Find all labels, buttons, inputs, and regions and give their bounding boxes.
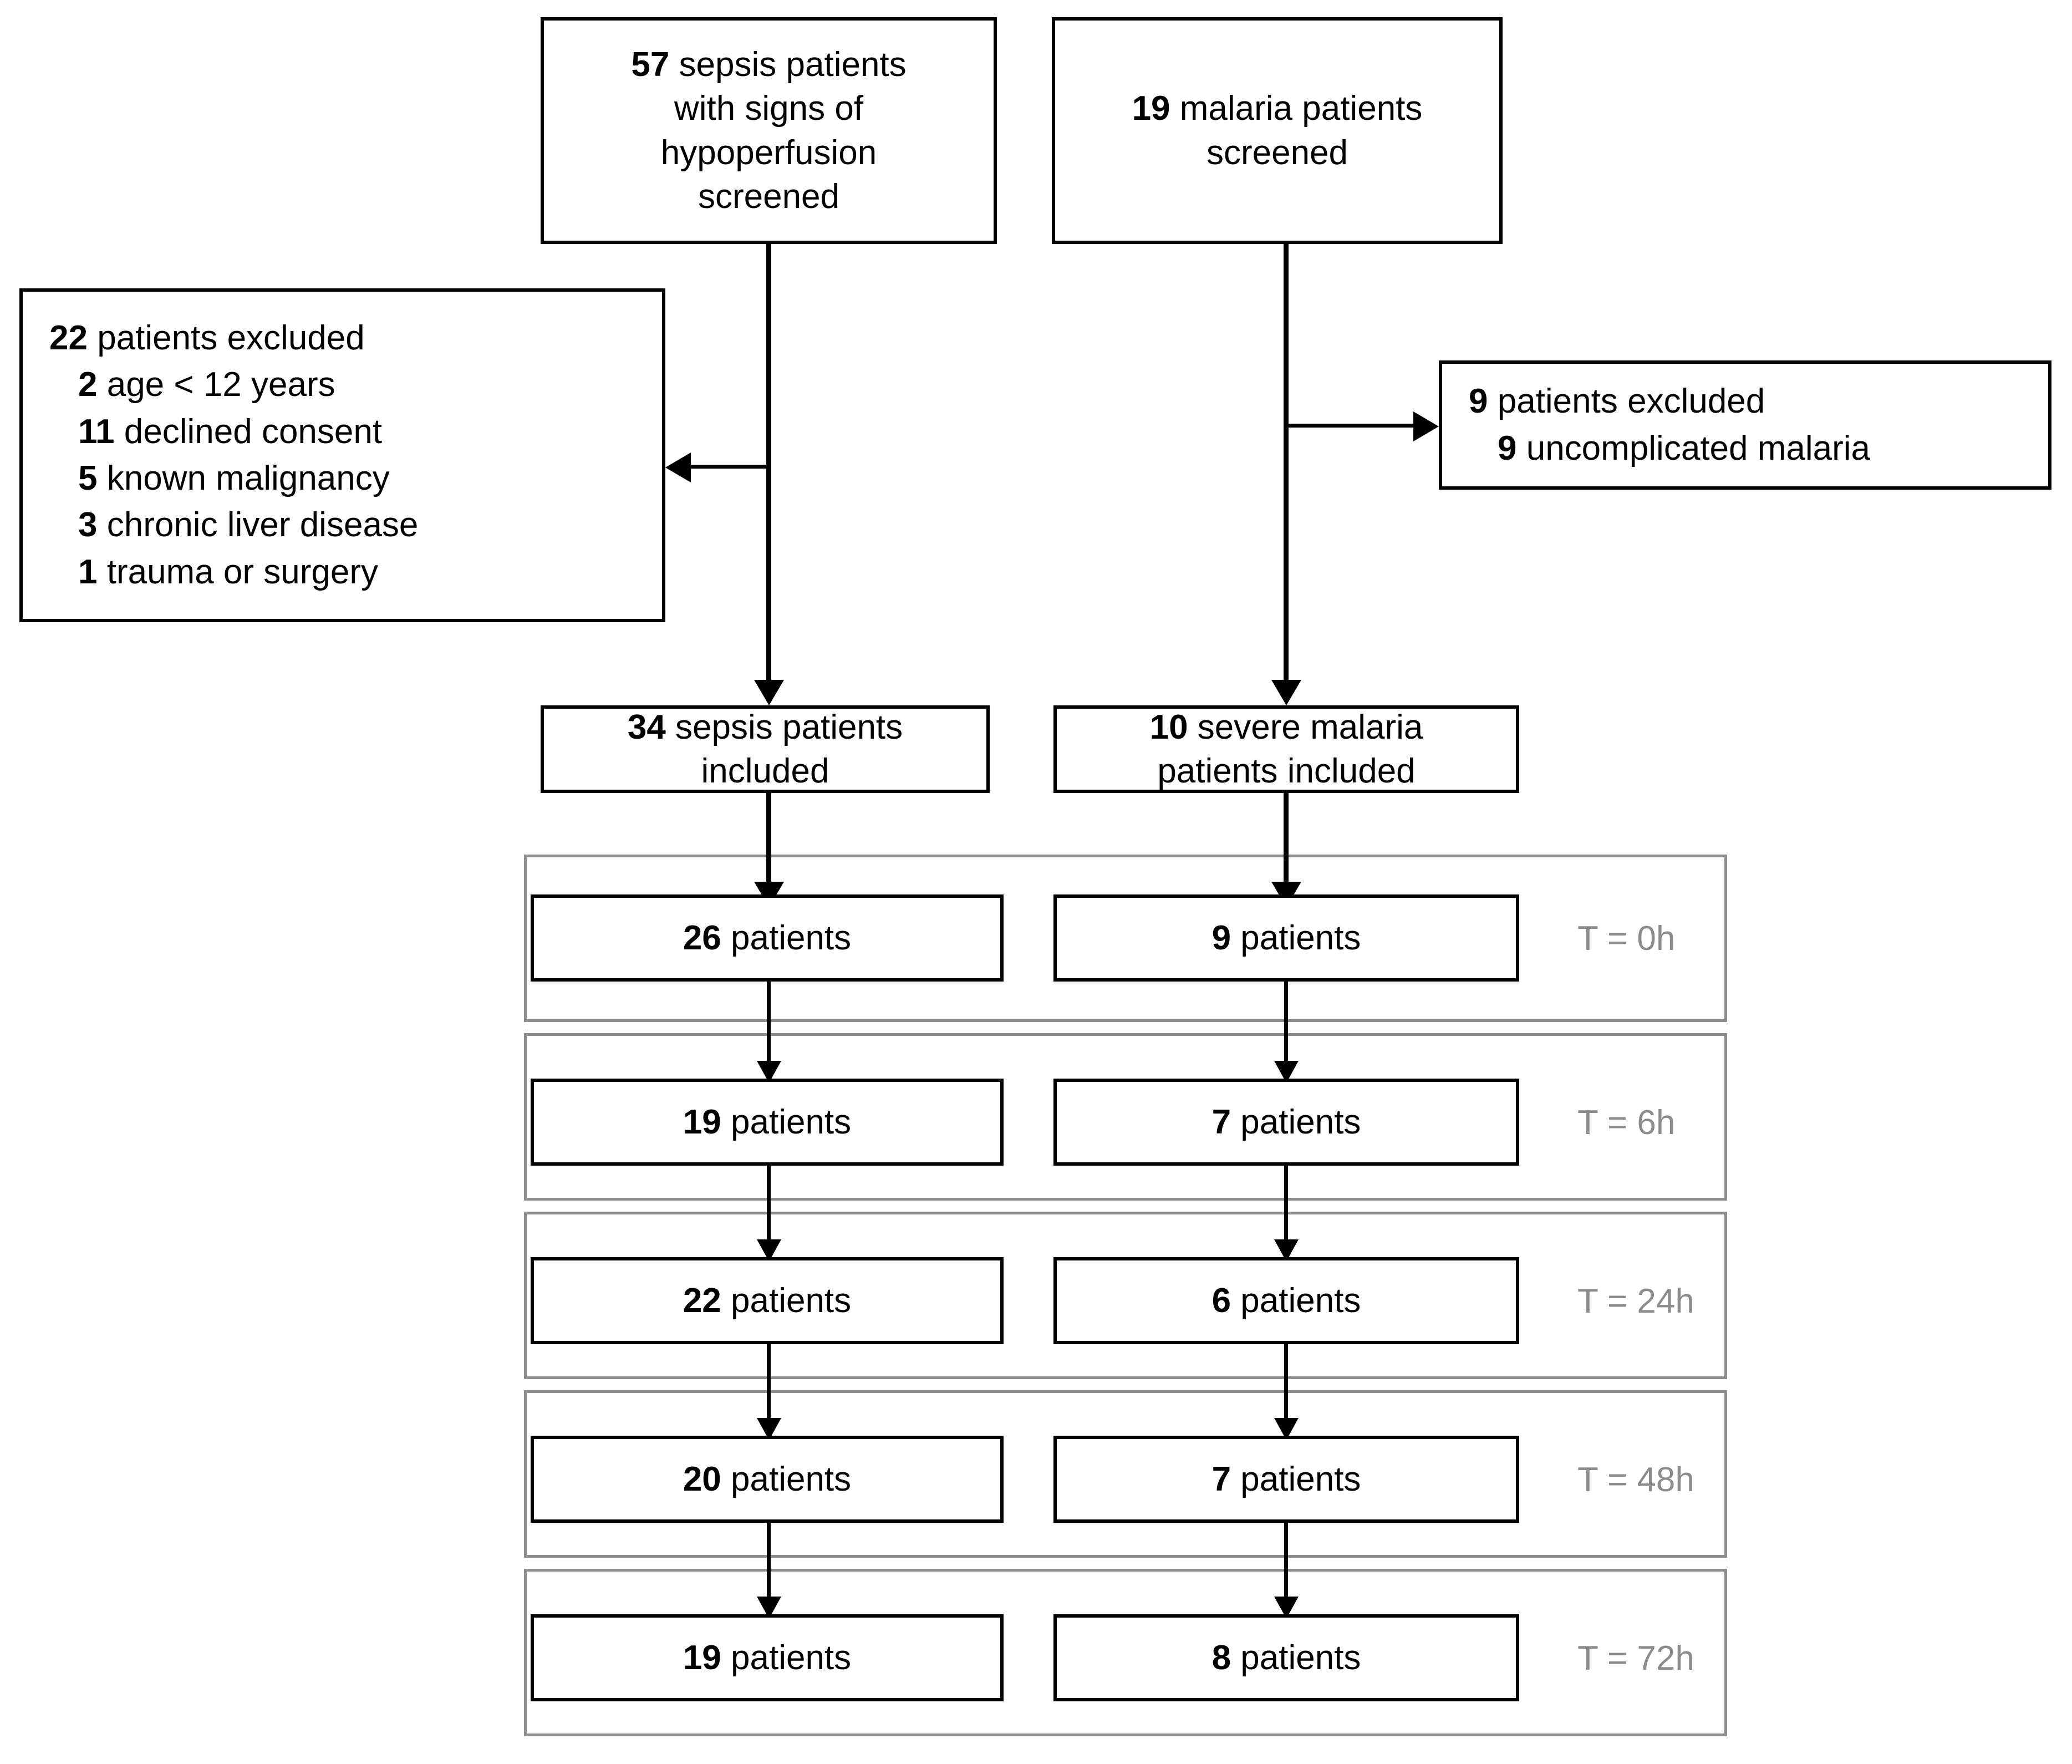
sepsis-exclusion-reason: 1 trauma or surgery — [78, 552, 378, 591]
sepsis-included-count: 34 — [627, 708, 666, 746]
malaria-included-count: 10 — [1149, 708, 1188, 746]
malaria-count-0h: 9 patients — [1211, 918, 1361, 957]
malaria-exclusion-list: 9 patients excluded 9 uncomplicated mala… — [1442, 378, 2048, 472]
sepsis-screened-line-4: screened — [698, 177, 840, 216]
malaria-exclusion-header: 9 patients excluded — [1469, 382, 1765, 421]
sepsis-link-24h-to-48h — [767, 1344, 771, 1437]
sepsis-count-0h: 26 patients — [683, 918, 852, 957]
sepsis-link-48h-to-72h — [767, 1523, 771, 1616]
sepsis-screened-line-1: 57 sepsis patients — [631, 45, 907, 84]
malaria-link-48h-to-72h — [1284, 1523, 1288, 1616]
malaria-count-box-24h: 6 patients — [1053, 1257, 1519, 1344]
timepoint-label-72h: T = 72h — [1577, 1639, 1694, 1677]
sepsis-screened-line-2: with signs of — [674, 89, 864, 128]
malaria-link-6h-to-24h — [1284, 1166, 1288, 1259]
malaria-screened-count: 19 — [1132, 89, 1170, 128]
sepsis-screened-count: 57 — [631, 45, 670, 84]
malaria-count-box-6h: 7 patients — [1053, 1079, 1519, 1166]
sepsis-count-box-6h: 19 patients — [531, 1079, 1004, 1166]
timepoint-label-48h: T = 48h — [1577, 1461, 1694, 1499]
sepsis-trunk-arrow — [754, 680, 784, 705]
sepsis-exclusion-reason: 3 chronic liver disease — [78, 506, 419, 545]
sepsis-exclusion-reason: 2 age < 12 years — [78, 365, 335, 404]
sepsis-exclusion-list: 22 patients excluded 2 age < 12 years 11… — [23, 315, 662, 596]
sepsis-count-24h: 22 patients — [683, 1281, 852, 1320]
malaria-count-24h: 6 patients — [1211, 1281, 1361, 1320]
malaria-exclusions-box: 9 patients excluded 9 uncomplicated mala… — [1439, 360, 2051, 490]
malaria-exclusion-connector — [1284, 424, 1414, 428]
malaria-count-48h: 7 patients — [1211, 1460, 1361, 1498]
sepsis-count-box-24h: 22 patients — [531, 1257, 1004, 1344]
sepsis-count-box-0h: 26 patients — [531, 894, 1004, 982]
malaria-link-24h-to-48h — [1284, 1344, 1288, 1437]
malaria-exclusion-reason: 9 uncomplicated malaria — [1498, 429, 1871, 467]
sepsis-trunk-line — [766, 244, 771, 682]
sepsis-exclusion-arrow — [665, 453, 691, 482]
malaria-screened-box: 19 malaria patients screened — [1052, 17, 1503, 244]
sepsis-included-line-1: 34 sepsis patients — [627, 708, 903, 746]
sepsis-exclusion-reason: 5 known malignancy — [78, 459, 390, 497]
malaria-count-box-0h: 9 patients — [1053, 894, 1519, 982]
timepoint-label-0h: T = 0h — [1577, 919, 1676, 958]
malaria-trunk-arrow — [1271, 680, 1301, 705]
malaria-included-box: 10 severe malaria patients included — [1053, 705, 1519, 793]
sepsis-count-6h: 19 patients — [683, 1102, 852, 1141]
malaria-count-72h: 8 patients — [1211, 1638, 1361, 1677]
sepsis-count-box-48h: 20 patients — [531, 1436, 1004, 1523]
sepsis-link-0h-to-6h — [767, 982, 771, 1080]
sepsis-count-72h: 19 patients — [683, 1638, 852, 1677]
sepsis-exclusion-reason: 11 declined consent — [78, 412, 383, 451]
sepsis-exclusion-header: 22 patients excluded — [49, 319, 365, 358]
sepsis-included-line-2: included — [701, 752, 829, 790]
malaria-link-0h-to-6h — [1284, 982, 1288, 1080]
malaria-included-line-2: patients included — [1157, 752, 1416, 790]
malaria-count-box-72h: 8 patients — [1053, 1614, 1519, 1701]
malaria-trunk-line — [1284, 244, 1289, 682]
malaria-included-line-1: 10 severe malaria — [1149, 708, 1423, 746]
malaria-link-included-to-0h — [1284, 793, 1289, 904]
sepsis-screened-line-3: hypoperfusion — [660, 133, 877, 172]
timepoint-label-6h: T = 6h — [1577, 1104, 1676, 1142]
sepsis-exclusion-connector — [691, 465, 768, 469]
malaria-count-box-48h: 7 patients — [1053, 1436, 1519, 1523]
malaria-exclusion-arrow — [1413, 411, 1439, 441]
malaria-screened-line-2: screened — [1206, 133, 1348, 172]
sepsis-link-included-to-0h — [766, 793, 771, 904]
sepsis-exclusions-box: 22 patients excluded 2 age < 12 years 11… — [19, 288, 665, 622]
sepsis-screened-box: 57 sepsis patients with signs of hypoper… — [541, 17, 997, 244]
malaria-screened-line-1: 19 malaria patients — [1132, 89, 1423, 128]
sepsis-count-48h: 20 patients — [683, 1460, 852, 1498]
sepsis-included-box: 34 sepsis patients included — [541, 705, 990, 793]
timepoint-label-24h: T = 24h — [1577, 1282, 1694, 1320]
malaria-count-6h: 7 patients — [1211, 1102, 1361, 1141]
sepsis-link-6h-to-24h — [767, 1166, 771, 1259]
sepsis-count-box-72h: 19 patients — [531, 1614, 1004, 1701]
